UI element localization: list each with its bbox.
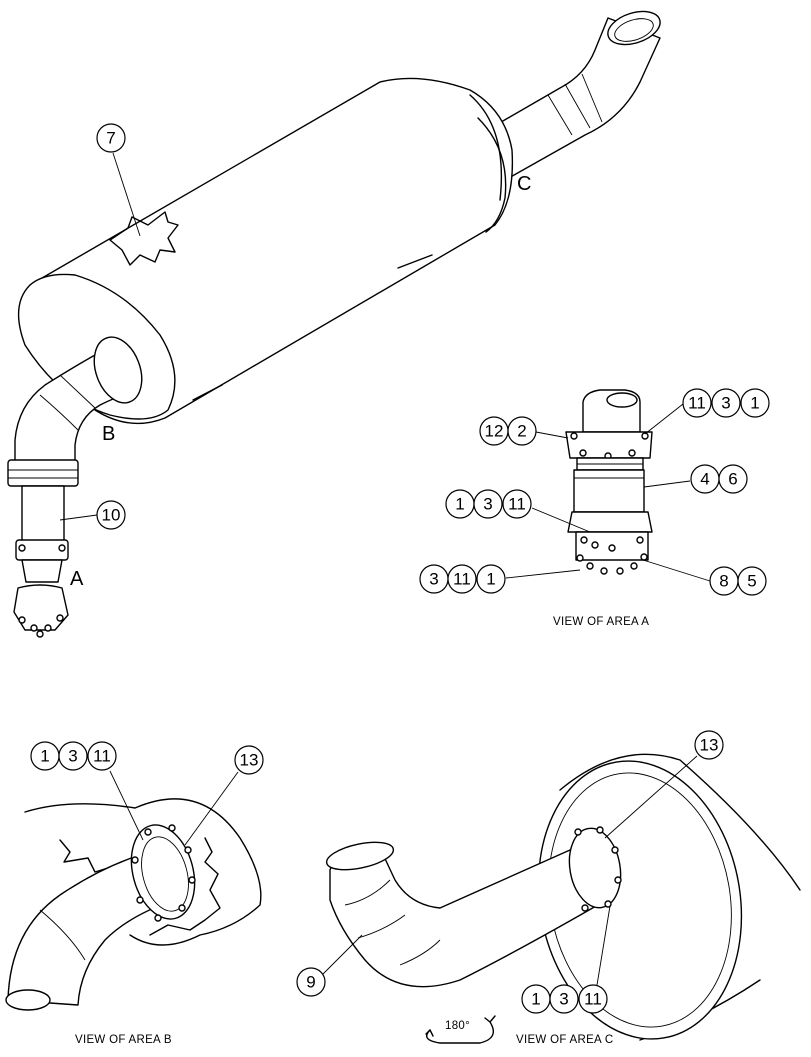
area-letter-b: B xyxy=(102,423,115,445)
svg-text:1: 1 xyxy=(40,747,49,766)
svg-text:2: 2 xyxy=(517,422,526,441)
svg-text:3: 3 xyxy=(721,394,730,413)
rotation-label: 180° xyxy=(445,1020,470,1032)
svg-text:1: 1 xyxy=(750,394,759,413)
svg-text:13: 13 xyxy=(240,751,259,770)
callout-c-bottom: 1 3 11 xyxy=(521,984,608,1014)
view-area-a-detail xyxy=(565,389,653,575)
caption-view-area-a: VIEW OF AREA A xyxy=(553,616,649,628)
callout-a-top-right: 11 3 1 xyxy=(682,388,770,418)
svg-text:3: 3 xyxy=(483,495,492,514)
svg-text:7: 7 xyxy=(106,129,115,148)
svg-text:3: 3 xyxy=(559,990,568,1009)
svg-text:11: 11 xyxy=(508,495,526,514)
callout-b-left: 1 3 11 xyxy=(30,741,117,771)
svg-text:1: 1 xyxy=(531,990,540,1009)
callout-10: 10 xyxy=(96,500,126,530)
svg-text:11: 11 xyxy=(453,570,471,589)
svg-text:11: 11 xyxy=(688,394,706,413)
callout-a-bottom-right: 8 5 xyxy=(709,566,767,596)
svg-text:12: 12 xyxy=(485,422,504,441)
caption-view-area-c: VIEW OF AREA C xyxy=(516,1034,614,1046)
svg-text:3: 3 xyxy=(429,570,438,589)
svg-text:8: 8 xyxy=(719,572,728,591)
caption-view-area-b: VIEW OF AREA B xyxy=(75,1034,172,1046)
svg-text:1: 1 xyxy=(486,570,495,589)
svg-text:5: 5 xyxy=(747,572,756,591)
callout-7: 7 xyxy=(96,123,126,153)
svg-text:6: 6 xyxy=(728,470,737,489)
rotation-arrow-icon xyxy=(426,1021,494,1044)
svg-text:11: 11 xyxy=(584,990,602,1009)
leader-lines xyxy=(59,152,711,986)
svg-text:11: 11 xyxy=(93,747,111,766)
svg-text:3: 3 xyxy=(68,747,77,766)
svg-text:1: 1 xyxy=(455,495,464,514)
svg-text:9: 9 xyxy=(306,973,315,992)
callout-a-bottom-left: 3 11 1 xyxy=(419,564,506,594)
view-area-c-detail xyxy=(325,753,801,1044)
svg-text:4: 4 xyxy=(700,470,709,489)
callout-a-mid-right: 4 6 xyxy=(690,464,748,494)
view-area-b-detail xyxy=(5,798,262,1011)
callout-c-left: 9 xyxy=(296,967,326,997)
callout-b-right: 13 xyxy=(234,745,264,775)
callout-a-top-left: 12 2 xyxy=(479,416,537,446)
callout-a-mid-left: 1 3 11 xyxy=(445,489,532,519)
main-muffler-assembly xyxy=(7,10,661,638)
area-letter-c: C xyxy=(517,173,531,195)
svg-text:13: 13 xyxy=(700,736,719,755)
svg-text:10: 10 xyxy=(102,506,121,525)
area-letter-a: A xyxy=(70,568,84,590)
callout-c-top: 13 xyxy=(694,730,724,760)
